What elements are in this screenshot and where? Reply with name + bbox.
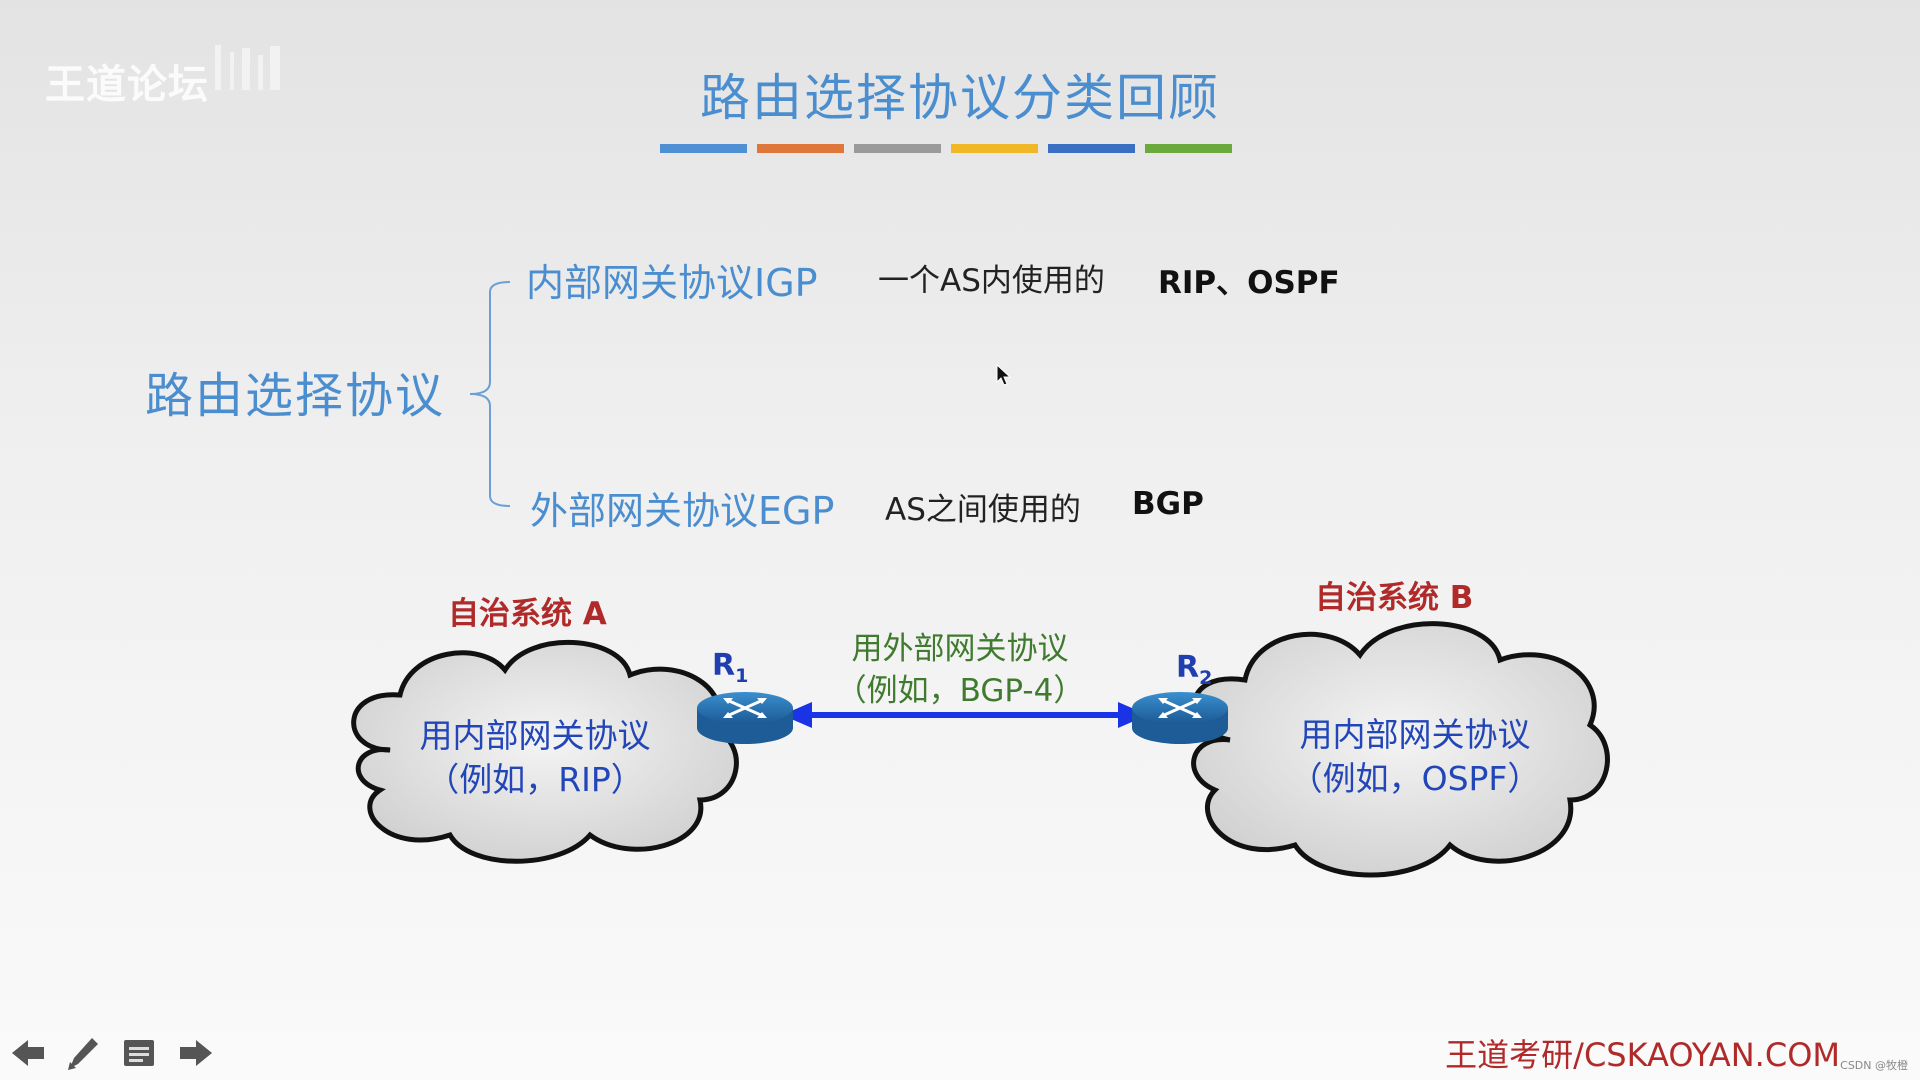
title-bar bbox=[1048, 144, 1135, 153]
tree-root-label: 路由选择协议 bbox=[145, 368, 446, 424]
igp-desc: 一个AS内使用的 bbox=[878, 263, 1105, 299]
igp-example: RIP、OSPF bbox=[1158, 265, 1340, 301]
link-line2: （例如，BGP-4） bbox=[835, 673, 1085, 709]
title-bar bbox=[1145, 144, 1232, 153]
as-a-title: 自治系统 A bbox=[448, 596, 607, 632]
router-r2-sub: 2 bbox=[1199, 667, 1213, 689]
csdn-watermark: CSDN @牧橙 bbox=[1840, 1059, 1908, 1072]
watermark-logo: 王道论坛 bbox=[45, 62, 209, 108]
pen-icon[interactable] bbox=[62, 1032, 104, 1074]
egp-example: BGP bbox=[1132, 486, 1204, 522]
title-bar bbox=[757, 144, 844, 153]
router-r2-name: R bbox=[1176, 650, 1200, 685]
cloud-b-text: 用内部网关协议 （例如，OSPF） bbox=[1255, 713, 1575, 801]
arrow-left-icon[interactable] bbox=[8, 1032, 50, 1074]
tree-bracket bbox=[469, 281, 511, 507]
egp-label: 外部网关协议EGP bbox=[530, 489, 835, 533]
cloud-a-line2: （例如，RIP） bbox=[426, 760, 644, 799]
igp-label: 内部网关协议IGP bbox=[526, 261, 818, 305]
router-r1-sub: 1 bbox=[735, 665, 749, 687]
mouse-cursor-icon bbox=[996, 364, 1012, 386]
footer-brand: 王道考研/CSKAOYAN.COM bbox=[1445, 1036, 1840, 1074]
link-label: 用外部网关协议 （例如，BGP-4） bbox=[810, 628, 1110, 712]
cloud-as-a bbox=[351, 640, 739, 864]
cloud-b-line2: （例如，OSPF） bbox=[1289, 759, 1541, 798]
as-b-title: 自治系统 B bbox=[1315, 580, 1474, 616]
cloud-as-b bbox=[1191, 621, 1610, 878]
title-bar bbox=[854, 144, 941, 153]
router-r2-icon bbox=[1132, 692, 1228, 744]
cloud-b-line1: 用内部网关协议 bbox=[1299, 715, 1531, 754]
router-r1-name: R bbox=[712, 648, 736, 683]
router-r1-label: R1 bbox=[712, 648, 748, 687]
arrow-right-icon[interactable] bbox=[174, 1032, 216, 1074]
egp-desc: AS之间使用的 bbox=[885, 492, 1081, 528]
title-bar bbox=[660, 144, 747, 153]
title-underline-bars bbox=[660, 144, 1232, 153]
router-r2-label: R2 bbox=[1176, 650, 1212, 689]
cloud-a-line1: 用内部网关协议 bbox=[419, 716, 651, 755]
link-line1: 用外部网关协议 bbox=[851, 631, 1069, 667]
router-r1-icon bbox=[697, 692, 793, 744]
watermark-deco bbox=[215, 45, 280, 90]
notes-icon[interactable] bbox=[118, 1032, 160, 1074]
cloud-a-text: 用内部网关协议 （例如，RIP） bbox=[385, 714, 685, 802]
slide-title: 路由选择协议分类回顾 bbox=[700, 69, 1220, 127]
title-bar bbox=[951, 144, 1038, 153]
